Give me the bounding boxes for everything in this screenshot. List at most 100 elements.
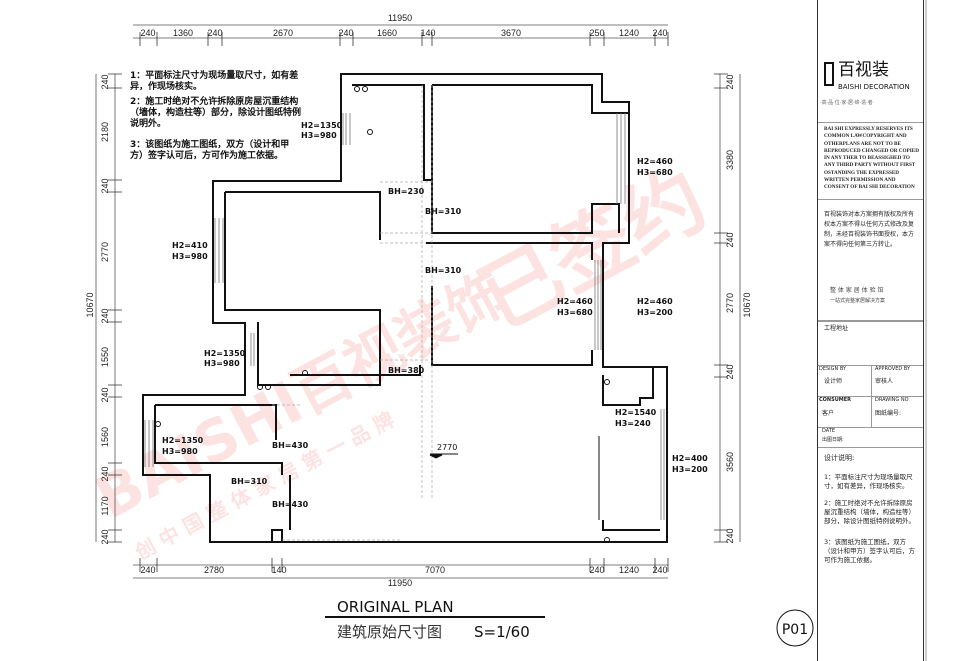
design-notes-title: 设计说明: — [824, 454, 855, 462]
dim-left: 1560 — [100, 427, 110, 447]
dim-top: 1360 — [173, 28, 193, 38]
dim-top-total: 11950 — [388, 13, 412, 23]
dim-left-total: 10670 — [85, 292, 95, 317]
window-height-label: H2=1350 — [301, 121, 343, 130]
dim-left: 240 — [100, 308, 110, 323]
dim-right: 3560 — [725, 452, 735, 472]
dim-right: 240 — [725, 74, 735, 89]
window-height-label: H2=460 — [637, 157, 673, 166]
dim-top: 240 — [338, 28, 353, 38]
dim-right: 2770 — [725, 293, 735, 313]
plan-labels: H2=1350 H3=980 H2=410 H3=980 BH=230 BH=3… — [162, 121, 708, 509]
window-height-label: H2=1350 — [204, 349, 246, 358]
dim-top: 1240 — [619, 28, 639, 38]
dim-bottom: 7070 — [425, 565, 445, 575]
dim-left: 1170 — [100, 496, 110, 515]
brand-en: BAISHI DECORATION — [838, 83, 910, 91]
room-left-bedroom — [224, 191, 381, 322]
outer-wall — [142, 73, 668, 543]
dim-bottom: 2780 — [204, 565, 224, 575]
dim-right-total: 10670 — [742, 292, 752, 317]
window-height-label: H3=240 — [615, 419, 651, 428]
design-note-3: 3：该图纸为施工图纸，双方（设计和甲方）签字认可后，方可作为施工依据。 — [824, 538, 915, 564]
date-label: DATE — [822, 428, 836, 434]
copyright-cn: 百视装饰对本方案拥有版权及所有权本方案不得以任何方式修改及复制，未经百视装饰书面… — [824, 211, 915, 248]
dim-bottom: 1240 — [619, 565, 639, 575]
beam-height-label: BH=430 — [272, 441, 309, 450]
beam-height-label: BH=430 — [272, 500, 309, 509]
sheet-circle — [776, 609, 814, 647]
beam-height-label: BH=380 — [388, 366, 425, 375]
room-bathroom — [257, 310, 381, 386]
window-height-label: H2=460 — [557, 297, 593, 306]
windows — [144, 113, 665, 520]
room-living — [289, 365, 660, 531]
dim-left: 240 — [100, 466, 110, 481]
note-2: 2：施工时绝对不允许拆除原房屋沉重结构（墙体，构造柱等）部分，除设计图纸特例说明… — [130, 97, 302, 129]
brand-logo-icon — [824, 62, 834, 86]
dim-bottom: 140 — [271, 565, 286, 575]
window-height-label: H2=400 — [672, 454, 708, 463]
dim-left: 240 — [100, 387, 110, 402]
dim-top: 140 — [420, 28, 435, 38]
copyright-en: BAI SHI EXPRESSLY RESERVES ITS COMMON LA… — [824, 126, 919, 191]
date-value: 出图日期: — [822, 437, 844, 443]
dim-right: 3380 — [725, 150, 735, 170]
dim-left: 2770 — [100, 242, 110, 262]
dim-top: 2670 — [273, 28, 293, 38]
beam-height-label: BH=230 — [388, 187, 425, 196]
dim-top: 240 — [652, 28, 667, 38]
dim-top: 240 — [140, 28, 155, 38]
window-height-label: H3=980 — [162, 447, 198, 456]
watermark: BAISHI百视装饰 已签约 创 中 国 整 体 家 居 第 一 品 牌 — [85, 152, 721, 565]
dim-left: 2180 — [100, 122, 110, 142]
brand-slogan: ·高·品·位·家·居·缔·造·者· — [820, 100, 875, 106]
tagline-1: 整 体 家 居 体 验 馆 — [830, 287, 884, 294]
design-by-label: DESIGN BY — [819, 366, 847, 372]
window-height-label: H3=200 — [672, 465, 708, 474]
dim-bottom: 240 — [589, 565, 604, 575]
dim-top: 250 — [589, 28, 604, 38]
window-height-label: H3=980 — [301, 131, 337, 140]
dim-left: 240 — [100, 74, 110, 89]
room-kitchen — [352, 84, 433, 181]
window-height-label: H2=1350 — [162, 436, 204, 445]
project-address-label: 工程地址 — [824, 325, 849, 332]
dim-left: 240 — [100, 178, 110, 193]
window-height-label: H2=410 — [172, 241, 208, 250]
plan-title-cn: 建筑原始尺寸图 — [337, 623, 442, 641]
consumer-value: 客户 — [822, 410, 835, 417]
svg-text:已签约: 已签约 — [465, 152, 721, 347]
window-height-label: H2=1540 — [615, 408, 657, 417]
design-by-value: 设计师 — [824, 378, 843, 385]
design-note-1: 1：平面标注尺寸为现场量取尺寸，如有差异，作现场核实。 — [824, 473, 913, 490]
dimension-texts: 11950 240 1360 240 2670 240 1660 140 367… — [85, 13, 752, 588]
drawing-no-label: DRAWING NO — [875, 397, 909, 403]
beam-lines — [272, 85, 433, 541]
tagline-2: 一站式完整家居解决方案 — [830, 298, 886, 304]
window-height-label: H3=680 — [557, 308, 593, 317]
drawing-no-value: 图纸编号: — [875, 410, 902, 417]
consumer-label: CONSUMER — [819, 397, 852, 403]
dim-top: 3670 — [501, 28, 521, 38]
dim-left: 1550 — [100, 347, 110, 367]
dim-right: 240 — [725, 232, 735, 247]
dim-bottom-total: 11950 — [388, 578, 412, 588]
dim-top: 1660 — [377, 28, 397, 38]
window-height-label: H3=980 — [204, 359, 240, 368]
window-height-label: H3=680 — [637, 168, 673, 177]
note-3: 3：该图纸为施工图纸，双方（设计和甲方）签字认可后，方可作为施工依据。 — [130, 140, 290, 161]
dim-bottom: 240 — [140, 565, 155, 575]
fixtures — [155, 86, 610, 543]
dim-right: 240 — [725, 364, 735, 379]
approved-by-label: APPROVED BY — [875, 366, 911, 372]
window-height-label: H3=980 — [172, 252, 208, 261]
beam-height-label: BH=310 — [425, 266, 462, 275]
beam-height-label: BH=310 — [425, 207, 462, 216]
dim-bottom: 240 — [652, 565, 667, 575]
dimension-lines — [95, 24, 741, 579]
floor-level-label: 2770 — [437, 443, 457, 452]
sheet-number: P01 — [782, 622, 808, 638]
window-height-label: H3=200 — [637, 308, 673, 317]
